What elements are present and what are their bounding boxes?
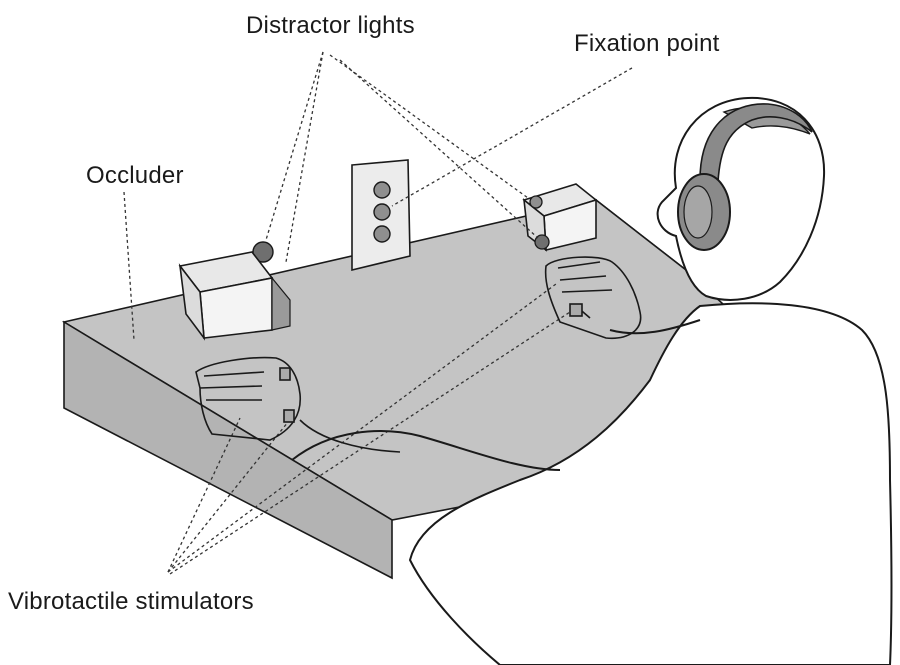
- vibrotactile-stimulators-label: Vibrotactile stimulators: [8, 588, 254, 615]
- leader-occluder: [123, 191, 135, 341]
- leader-distractor-left-1: [265, 51, 324, 241]
- fixation-light-bottom: [373, 225, 391, 243]
- headphone-cup-inner: [683, 185, 713, 239]
- occluder-label: Occluder: [86, 162, 184, 189]
- left-distractor-box: [178, 241, 291, 341]
- left-stimulator: [279, 367, 291, 381]
- leader-vibro-1: [167, 417, 241, 573]
- fixation-panel: [351, 159, 411, 272]
- right-distractor-box: [522, 183, 598, 252]
- right-stimulator: [569, 303, 583, 317]
- leader-vibro-3: [167, 283, 557, 573]
- headphone-band: [699, 103, 813, 183]
- leader-vibro-2: [167, 421, 289, 573]
- right-distractor-light-upper: [529, 195, 543, 209]
- left-hand: [195, 356, 401, 453]
- leader-distractor-right-1: [329, 54, 529, 199]
- fixation-light-middle: [373, 203, 391, 221]
- participant-right-arm: [609, 319, 701, 335]
- distractor-lights-label: Distractor lights: [246, 12, 415, 39]
- participant-left-arm: [291, 430, 561, 471]
- fixation-point-label: Fixation point: [574, 30, 720, 57]
- leader-distractor-right-2: [339, 59, 539, 239]
- fixation-light-top: [373, 181, 391, 199]
- leader-vibro-4: [169, 311, 571, 575]
- right-distractor-light-lower: [534, 234, 550, 250]
- occluder-front-face: [63, 320, 393, 580]
- leader-lines: [123, 51, 633, 575]
- leader-fixation: [391, 67, 633, 207]
- right-hand: [544, 256, 642, 339]
- participant-torso: [408, 302, 893, 665]
- left-stimulator-2: [283, 409, 295, 423]
- headphones: [677, 103, 813, 251]
